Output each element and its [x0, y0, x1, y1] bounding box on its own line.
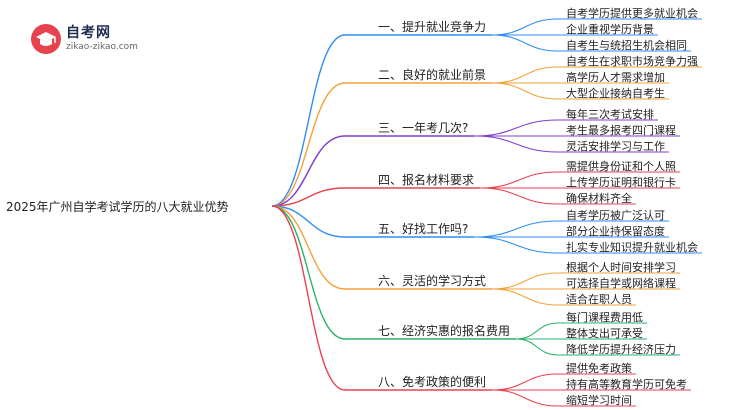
leaf-label: 自考学历提供更多就业机会 — [566, 7, 698, 20]
connector-line — [271, 135, 346, 207]
leaf-label: 大型企业接纳自考生 — [566, 87, 665, 100]
leaf-label: 降低学历提升经济压力 — [566, 343, 676, 356]
connector-line — [474, 236, 559, 254]
connector-line — [474, 220, 559, 238]
root-node: 2025年广州自学考试学历的八大就业优势 — [6, 200, 229, 214]
connector-line — [271, 187, 346, 207]
connector-line — [480, 171, 559, 189]
leaf-label: 持有高等教育学历可免考 — [566, 378, 687, 391]
connector-line — [271, 205, 346, 290]
connector-line — [492, 389, 559, 407]
leaf-label: 灵活安排学习与工作 — [566, 140, 665, 153]
leaf-label: 自考生与统招生机会相同 — [566, 39, 687, 52]
leaf-label: 提供免考政策 — [566, 362, 632, 375]
leaf-label: 考生最多报考四门课程 — [566, 124, 676, 137]
connector-line — [492, 373, 559, 391]
connector-line — [480, 187, 559, 205]
connector-line — [516, 338, 559, 356]
leaf-label: 上传学历证明和银行卡 — [566, 176, 676, 189]
connector-line — [271, 205, 346, 238]
graduation-cap-icon — [31, 24, 61, 54]
leaf-label: 每年三次考试安排 — [566, 108, 654, 121]
connector-line — [492, 34, 559, 52]
branch-label: 三、一年考几次? — [378, 121, 469, 135]
leaf-label: 企业重视学历背景 — [566, 23, 654, 36]
leaf-label: 自考生在求职市场竞争力强 — [566, 55, 698, 68]
leaf-label: 确保材料齐全 — [566, 192, 632, 205]
logo-brand-text: 自考网 — [66, 25, 111, 41]
branch-label: 二、良好的就业前景 — [378, 68, 487, 82]
leaf-label: 需提供身份证和个人照 — [566, 160, 676, 173]
leaf-label: 每门课程费用低 — [566, 311, 643, 324]
connector-line — [474, 119, 559, 137]
connector-line — [492, 272, 559, 290]
leaf-label: 整体支出可承受 — [566, 327, 643, 340]
branch-label: 七、经济实惠的报名费用 — [378, 324, 511, 338]
branch-label: 六、灵活的学习方式 — [378, 274, 487, 288]
leaf-label: 适合在职人员 — [566, 293, 632, 306]
leaf-label: 自考学历被广泛认可 — [566, 209, 665, 222]
site-logo[interactable]: 自考网 zikao-zikao.com — [30, 20, 140, 60]
connector-line — [516, 322, 559, 340]
connector-line — [271, 34, 346, 207]
connector-line — [492, 66, 559, 84]
branch-label: 五、好找工作吗? — [378, 222, 469, 236]
connector-line — [271, 82, 346, 207]
connector-line — [492, 288, 559, 306]
logo-domain-text: zikao-zikao.com — [66, 42, 138, 52]
branch-label: 八、免考政策的便利 — [378, 375, 487, 389]
leaf-label: 缩短学习时间 — [566, 394, 632, 407]
branch-label: 一、提升就业竞争力 — [378, 20, 487, 34]
leaf-label: 扎实专业知识提升就业机会 — [566, 241, 698, 254]
connector-line — [492, 18, 559, 36]
leaf-label: 高学历人才需求增加 — [566, 71, 665, 84]
leaf-label: 部分企业持保留态度 — [566, 225, 665, 238]
connector-line — [271, 205, 346, 391]
connector-line — [271, 205, 346, 340]
leaf-label: 可选择自学或网络课程 — [566, 277, 676, 290]
branch-label: 四、报名材料要求 — [378, 173, 475, 187]
leaf-label: 根据个人时间安排学习 — [566, 261, 676, 274]
connector-line — [474, 135, 559, 153]
connector-line — [492, 82, 559, 100]
